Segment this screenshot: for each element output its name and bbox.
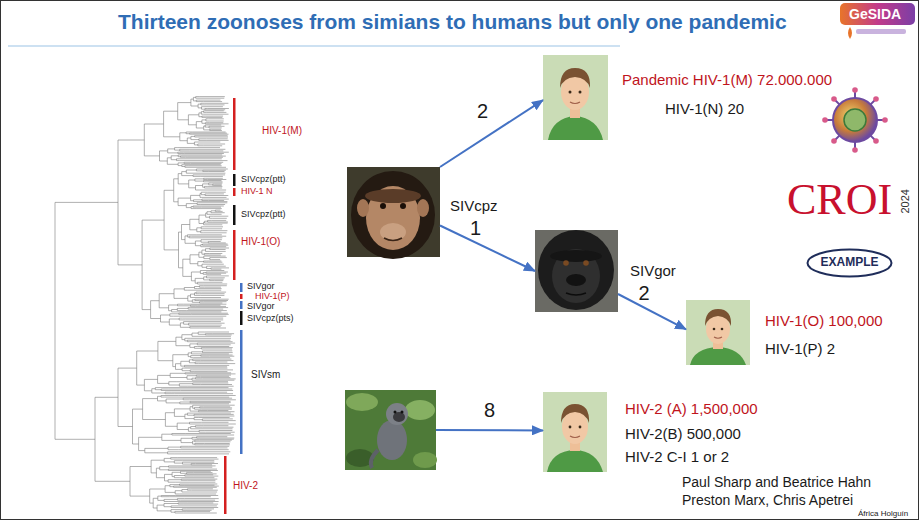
- monkey-node: [345, 390, 436, 470]
- node-heading: SIVcpz: [450, 197, 498, 214]
- clade-label: SIVcpz(ptt): [241, 209, 286, 219]
- human-node: HIV-2 (A) 1,500,000HIV-2(B) 500,000HIV-2…: [543, 392, 607, 472]
- clade-label: HIV-2: [233, 480, 258, 492]
- ribbon-icon: [848, 27, 852, 39]
- oval-shape: [808, 250, 892, 277]
- clade-label: HIV-1 N: [241, 186, 273, 196]
- node-heading: HIV-1(O) 100,000: [765, 312, 883, 329]
- clade-label: HIV-1(M): [262, 125, 302, 137]
- human-figure: [543, 55, 608, 140]
- human-node: HIV-1(O) 100,000HIV-1(P) 2: [686, 300, 750, 365]
- human-figure: [686, 300, 750, 365]
- clade-bar: [240, 294, 243, 299]
- stamp-text: EXAMPLE: [820, 256, 878, 270]
- clade-bar: [233, 205, 236, 225]
- human-figure: [543, 392, 607, 472]
- node-heading: Pandemic HIV-1(M) 72.000.000: [622, 71, 832, 88]
- clade-bar: [240, 311, 243, 325]
- credit-text: Paul Sharp and Beatrice Hahn: [682, 474, 871, 490]
- slide-title: Thirteen zoonoses from simians to humans…: [118, 10, 787, 34]
- gorilla-node: SIVgor: [535, 230, 618, 312]
- clade-bar: [240, 330, 243, 454]
- clade-label: SIVcpz(ptt): [241, 174, 286, 184]
- clade-label: SIVsm: [251, 369, 280, 381]
- clade-bar: [233, 230, 236, 280]
- conference-logo: CROI: [787, 175, 892, 226]
- title-rule: [8, 45, 620, 47]
- stamp-oval: EXAMPLE: [806, 248, 893, 278]
- credit-text: Preston Marx, Chris Apetrei: [682, 492, 853, 508]
- chimpanzee-photo: [347, 167, 440, 259]
- clade-bar: [240, 283, 243, 292]
- watermark: África Holguín: [858, 509, 908, 518]
- arrow-connector: [436, 429, 543, 431]
- tree-branches: [55, 97, 236, 513]
- gorilla-photo: [535, 230, 618, 312]
- arrow-connector: [618, 294, 686, 329]
- logo-bar: [856, 29, 906, 34]
- arrow-connector: [440, 100, 543, 167]
- logo-text: GeSIDA: [849, 6, 901, 22]
- clade-label: SIVgor: [247, 281, 275, 291]
- node-detail: HIV-1(N) 20: [665, 100, 744, 117]
- monkey-photo: [345, 390, 437, 470]
- transmission-count: 1: [470, 217, 481, 240]
- node-heading: HIV-2 (A) 1,500,000: [625, 400, 758, 417]
- node-detail: HIV-2(B) 500,000: [625, 425, 741, 442]
- node-detail: HIV-2 C-I 1 or 2: [625, 448, 729, 465]
- chimpanzee-node: SIVcpz: [347, 167, 440, 257]
- conference-year: 2024: [899, 189, 912, 213]
- node-heading: SIVgor: [630, 262, 676, 279]
- clade-label: HIV-1(O): [241, 236, 280, 248]
- clade-bar: [240, 301, 243, 309]
- clade-bar: [224, 456, 227, 514]
- clade-bar: [233, 174, 236, 186]
- clade-label: SIVcpz(pts): [247, 313, 294, 323]
- transmission-count: 2: [477, 100, 488, 123]
- clade-bar: [233, 98, 236, 170]
- clade-label: SIVgor: [247, 301, 275, 311]
- transmission-count: 8: [484, 399, 495, 422]
- logo-ground: [840, 3, 915, 25]
- arrow-connector: [440, 226, 535, 272]
- clade-label: HIV-1(P): [255, 291, 290, 301]
- human-node: Pandemic HIV-1(M) 72.000.000HIV-1(N) 20: [543, 55, 608, 140]
- clade-bar: [233, 188, 236, 196]
- node-detail: HIV-1(P) 2: [765, 340, 835, 357]
- transmission-count: 2: [638, 282, 649, 305]
- virus-icon: [822, 87, 888, 153]
